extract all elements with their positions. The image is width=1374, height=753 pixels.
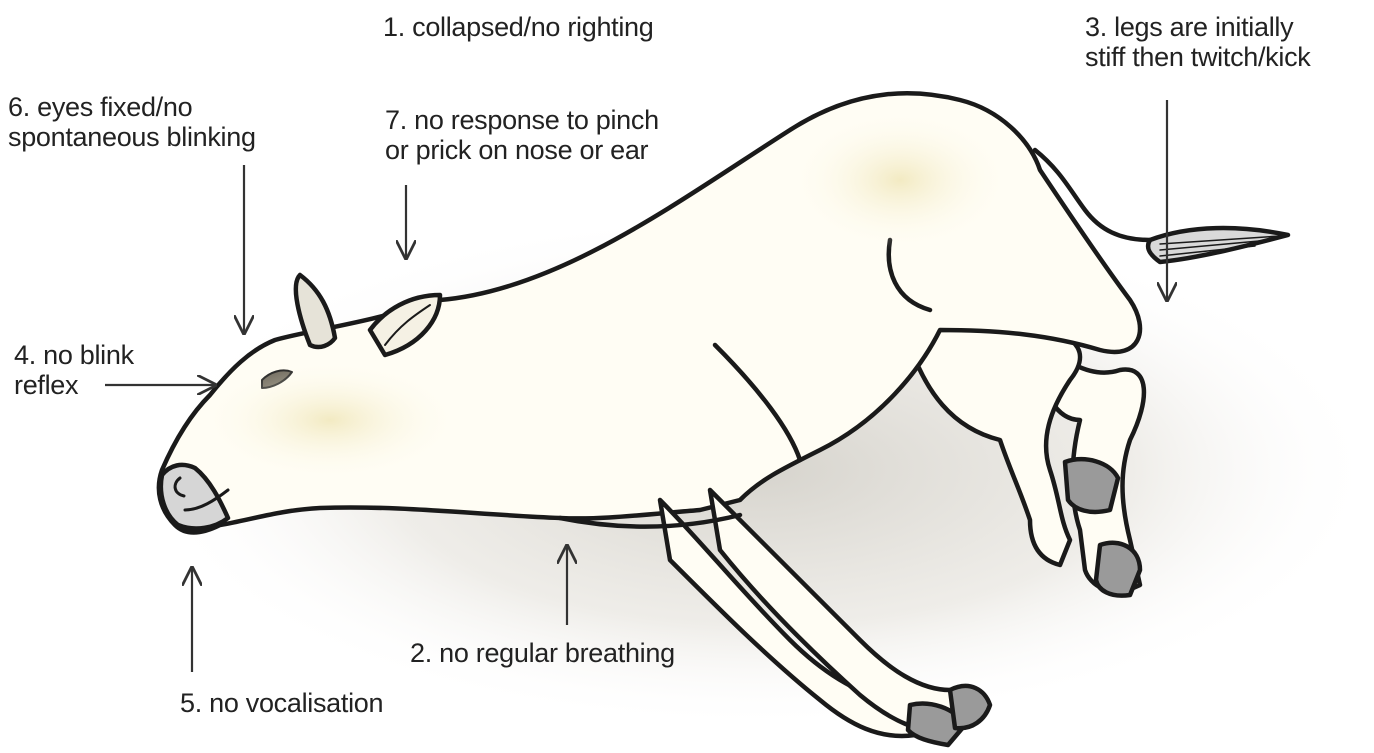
hoof-hind-far: [1096, 543, 1140, 596]
label-eyes-line2: spontaneous blinking: [8, 122, 256, 152]
label-blink-reflex-line1: 4. no blink: [14, 340, 134, 370]
hoof-hind-near: [1065, 459, 1118, 512]
label-vocalisation-text: 5. no vocalisation: [180, 688, 383, 718]
label-collapsed-text: 1. collapsed/no righting: [383, 12, 654, 42]
label-response-line2: or prick on nose or ear: [385, 135, 659, 165]
label-response-line1: 7. no response to pinch: [385, 105, 659, 135]
label-legs: 3. legs are initially stiff then twitch/…: [1085, 12, 1310, 72]
label-legs-line2: stiff then twitch/kick: [1085, 42, 1310, 72]
hoof-front-near: [950, 686, 990, 728]
label-breathing: 2. no regular breathing: [410, 638, 675, 668]
label-blink-reflex-line2: reflex: [14, 370, 134, 400]
body-shading: [790, 110, 1010, 250]
label-vocalisation: 5. no vocalisation: [180, 688, 383, 718]
label-eyes: 6. eyes fixed/no spontaneous blinking: [8, 92, 256, 152]
label-collapsed: 1. collapsed/no righting: [383, 12, 654, 42]
label-response: 7. no response to pinch or prick on nose…: [385, 105, 659, 165]
label-eyes-line1: 6. eyes fixed/no: [8, 92, 256, 122]
label-blink-reflex: 4. no blink reflex: [14, 340, 134, 400]
label-breathing-text: 2. no regular breathing: [410, 638, 675, 668]
label-legs-line1: 3. legs are initially: [1085, 12, 1310, 42]
neck-shading: [200, 360, 460, 480]
